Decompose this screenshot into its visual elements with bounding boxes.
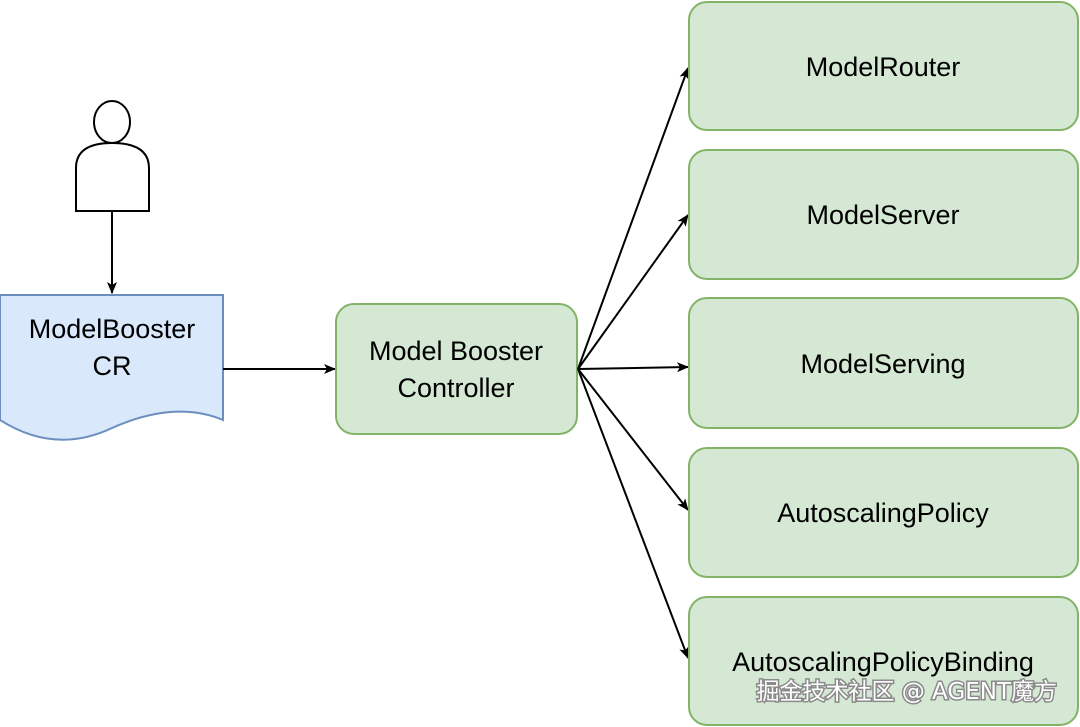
target-node-autoscalingpolicybinding[interactable]: AutoscalingPolicyBinding <box>688 596 1079 726</box>
target-label: ModelServer <box>806 200 959 230</box>
controller-node[interactable]: Model Booster Controller <box>335 303 578 435</box>
controller-label-line1: Model Booster <box>369 336 543 366</box>
person-icon <box>75 100 150 212</box>
target-label: AutoscalingPolicy <box>777 498 989 528</box>
target-node-modelserving[interactable]: ModelServing <box>688 297 1079 429</box>
target-node-autoscalingpolicy[interactable]: AutoscalingPolicy <box>688 447 1079 578</box>
controller-box <box>335 303 578 435</box>
target-box <box>688 1 1079 131</box>
target-label: AutoscalingPolicyBinding <box>732 647 1034 677</box>
arrow-to-autoscalingpolicy <box>577 368 689 511</box>
arrow-to-modelserver <box>577 214 689 370</box>
target-box <box>688 596 1079 726</box>
arrow-to-modelserving <box>577 362 689 373</box>
target-box <box>688 149 1079 280</box>
target-box <box>688 447 1079 578</box>
controller-arrows <box>577 67 689 659</box>
target-box <box>688 297 1079 429</box>
controller-label-line2: Controller <box>397 373 514 403</box>
target-node-modelserver[interactable]: ModelServer <box>688 149 1079 280</box>
cr-label-line2: CR <box>93 351 132 381</box>
cr-label-line1: ModelBooster <box>29 314 196 344</box>
arrow-to-modelrouter <box>577 67 689 370</box>
watermark-text: 掘金技术社区 @ AGENT魔方 <box>756 679 1057 705</box>
modelbooster-cr-node[interactable]: ModelBooster CR <box>0 294 224 441</box>
arrow-to-autoscalingpolicybinding <box>577 368 689 659</box>
target-node-modelrouter[interactable]: ModelRouter <box>688 1 1079 131</box>
target-label: ModelServing <box>800 349 965 379</box>
cr-document-shape <box>0 294 224 441</box>
target-label: ModelRouter <box>806 52 961 82</box>
